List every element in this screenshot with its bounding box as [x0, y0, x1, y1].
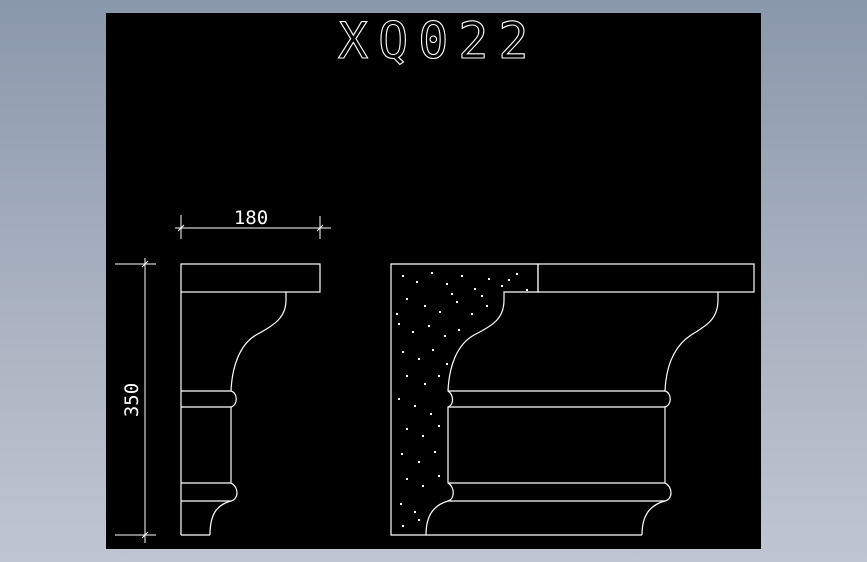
drawing-title: XQ022: [338, 13, 539, 70]
wall-section-hatch: [390, 263, 539, 536]
hatch-pattern: [396, 272, 528, 527]
height-dimension: [115, 258, 156, 543]
height-dimension-label: 350: [121, 383, 143, 417]
cad-drawing-canvas[interactable]: XQ022: [106, 13, 761, 549]
drawing-svg: XQ022: [115, 13, 755, 543]
side-profile-view: [180, 263, 321, 536]
width-dimension: [175, 215, 331, 239]
front-elevation-view: [390, 263, 755, 536]
width-dimension-label: 180: [234, 207, 268, 229]
